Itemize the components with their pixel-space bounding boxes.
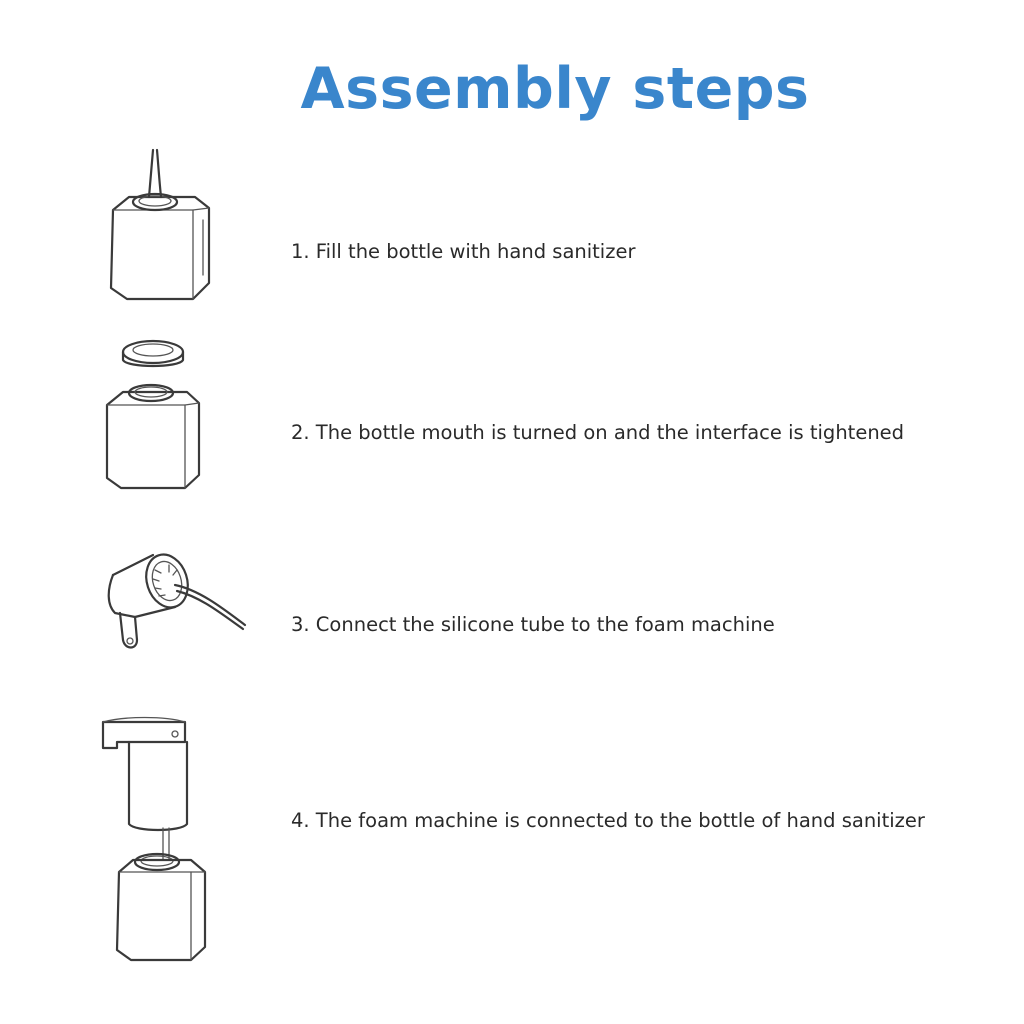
foam-machine-tube-icon [95,545,255,660]
dispenser-assembly-icon [95,712,215,972]
step-4-text: 4. The foam machine is connected to the … [291,809,925,832]
step-3-text: 3. Connect the silicone tube to the foam… [291,613,775,636]
step-2-text: 2. The bottle mouth is turned on and the… [291,421,905,444]
page-title: Assembly steps [300,56,810,122]
bottle-filling-icon [95,145,225,305]
step-1-text: 1. Fill the bottle with hand sanitizer [291,240,636,263]
bottle-cap-icon [95,330,215,495]
